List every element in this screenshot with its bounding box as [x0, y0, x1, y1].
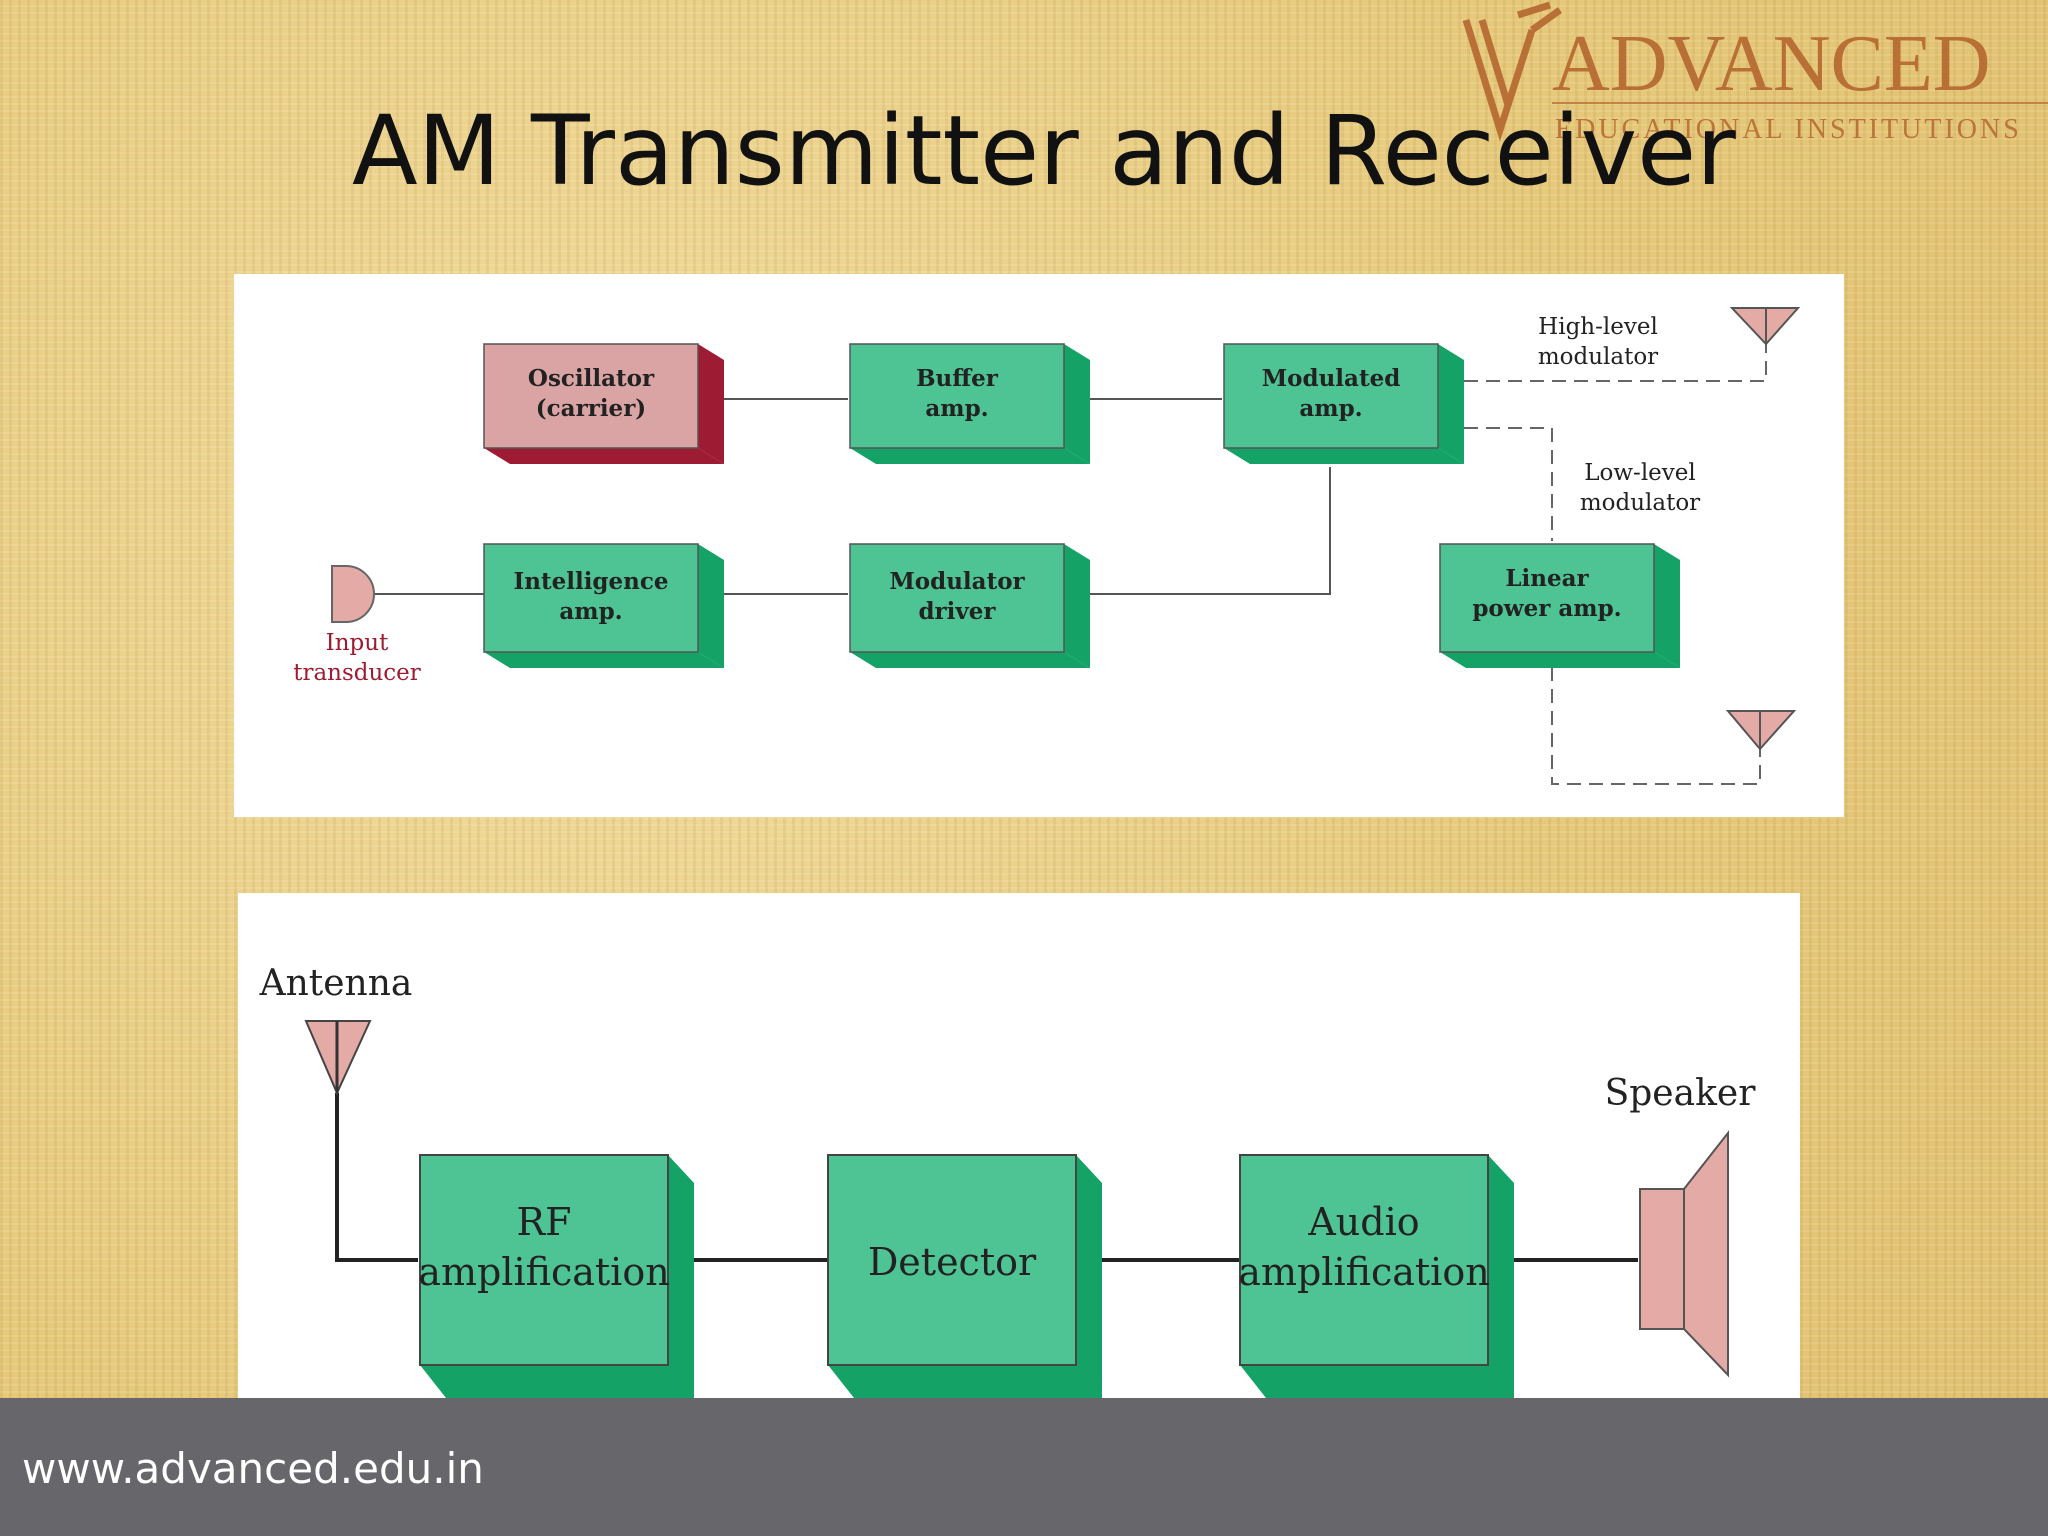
receiver-diagram: Antenna RF amplification Detector Audio [238, 893, 1800, 1398]
logo-emblem-icon [1462, 1, 1563, 142]
line-linear-antenna [1551, 667, 1761, 785]
linear-power-amp-block: Linear power amp. [1439, 543, 1680, 668]
rf-label-2: amplification [418, 1250, 669, 1294]
logo-name: ADVANCED [1552, 20, 1991, 108]
high-level-label-2: modulator [1538, 344, 1658, 370]
oscillator-label-2: (carrier) [536, 395, 646, 422]
logo-tagline: EDUCATIONAL INSTITUTIONS [1555, 114, 2022, 145]
speaker-icon [1639, 1130, 1729, 1378]
modulator-driver-label-2: driver [918, 598, 996, 625]
intelligence-amp-block: Intelligence amp. [483, 543, 724, 668]
intelligence-label-2: amp. [559, 598, 622, 625]
line-high-level [1464, 344, 1767, 382]
line-driver-modulated [1090, 467, 1331, 595]
intelligence-label-1: Intelligence [513, 568, 668, 595]
footer-url[interactable]: www.advanced.edu.in [22, 1444, 484, 1493]
modulator-driver-block: Modulator driver [849, 543, 1090, 668]
footer-bar [0, 1398, 2048, 1536]
input-transducer-label-2: transducer [293, 660, 421, 686]
high-level-label-1: High-level [1538, 314, 1658, 340]
oscillator-label-1: Oscillator [528, 365, 655, 392]
slide-title: AM Transmitter and Receiver [352, 95, 1736, 207]
input-transducer-label-1: Input [326, 630, 389, 656]
antenna-label: Antenna [259, 963, 413, 1004]
modulated-label-1: Modulated [1262, 365, 1401, 392]
buffer-amp-block: Buffer amp. [849, 343, 1090, 464]
modulated-amp-block: Modulated amp. [1223, 343, 1464, 464]
oscillator-block: Oscillator (carrier) [483, 343, 724, 464]
audio-amplification-block: Audio amplification [1238, 1154, 1514, 1398]
rf-amplification-block: RF amplification [418, 1154, 694, 1398]
buffer-label-2: amp. [925, 395, 988, 422]
advanced-logo: ADVANCED EDUCATIONAL INSTITUTIONS [1460, 0, 2048, 150]
rf-label-1: RF [517, 1200, 572, 1244]
speaker-label: Speaker [1605, 1073, 1757, 1114]
low-level-label-1: Low-level [1584, 460, 1696, 486]
line-antenna-rf [335, 1093, 418, 1262]
audio-label-2: amplification [1238, 1250, 1489, 1294]
modulated-label-2: amp. [1299, 395, 1362, 422]
low-level-antenna-icon [1725, 710, 1797, 751]
transmitter-diagram: Oscillator (carrier) Buffer amp. Modulat… [234, 274, 1844, 817]
linear-label-2: power amp. [1472, 595, 1621, 622]
buffer-label-1: Buffer [916, 365, 999, 392]
detector-block: Detector [827, 1154, 1102, 1398]
modulator-driver-label-1: Modulator [889, 568, 1025, 595]
detector-label: Detector [868, 1240, 1037, 1284]
low-level-label-2: modulator [1580, 490, 1700, 516]
microphone-icon [331, 565, 375, 623]
high-level-antenna-icon [1729, 307, 1801, 346]
linear-label-1: Linear [1505, 565, 1589, 592]
antenna-icon [304, 1020, 372, 1096]
line-low-level [1464, 427, 1553, 541]
audio-label-1: Audio [1307, 1200, 1419, 1244]
